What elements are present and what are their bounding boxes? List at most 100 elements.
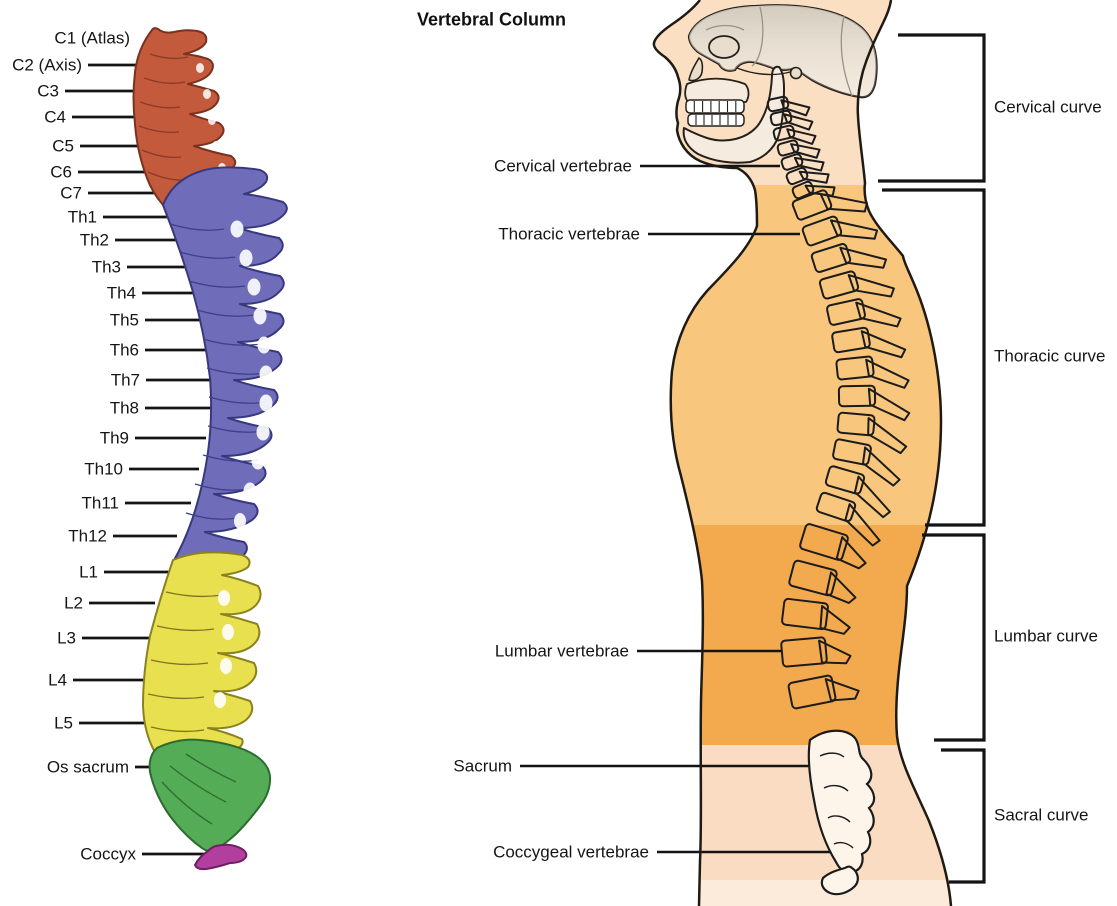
vertebra bbox=[835, 355, 910, 389]
vertebra-shape bbox=[835, 355, 875, 381]
vertebra-shape bbox=[818, 639, 852, 665]
band-pelvis bbox=[653, 880, 951, 906]
lower-teeth bbox=[687, 113, 745, 127]
vertebra bbox=[810, 243, 888, 273]
vertebra bbox=[831, 326, 907, 359]
teeth-divider-lines bbox=[693, 101, 737, 125]
lumbar-inner-lines bbox=[147, 591, 223, 733]
vertebra-shape bbox=[839, 246, 888, 269]
vertebra-shape bbox=[867, 387, 911, 422]
vertebra-shape bbox=[801, 215, 843, 247]
maxilla bbox=[684, 77, 750, 103]
band-lumbar bbox=[653, 525, 951, 745]
vertebra-shape bbox=[810, 243, 852, 273]
right-figure bbox=[520, 0, 986, 906]
lumbar-foramina bbox=[214, 590, 234, 708]
cervical-foramina bbox=[196, 63, 226, 173]
sacrum-region bbox=[148, 738, 272, 852]
teeth-lines bbox=[693, 101, 737, 125]
vertebra-shape bbox=[844, 503, 881, 547]
upper-teeth bbox=[685, 99, 745, 114]
vertebra bbox=[836, 411, 908, 455]
left-figure bbox=[65, 27, 288, 871]
vertebra-shape bbox=[780, 636, 828, 668]
vertebra-shape bbox=[818, 270, 860, 300]
vertebra-shape bbox=[862, 446, 901, 487]
vertebra-shape bbox=[855, 301, 902, 328]
vertebra bbox=[785, 166, 830, 186]
vertebra bbox=[791, 189, 868, 221]
sacrum-inner-lines bbox=[819, 752, 854, 849]
zygomatic-arch-line bbox=[736, 67, 791, 76]
vertebra-shape bbox=[793, 156, 825, 172]
vertebra bbox=[818, 270, 895, 300]
skull bbox=[682, 4, 878, 164]
vertebra-shape bbox=[790, 143, 821, 159]
vertebra bbox=[791, 180, 836, 200]
vertebra-shape bbox=[788, 559, 838, 597]
vertebra-shape bbox=[832, 438, 872, 466]
curve-brackets bbox=[878, 33, 986, 884]
vertebra-shape bbox=[780, 99, 811, 117]
vertebra-shape bbox=[847, 274, 895, 298]
vertebra-shape bbox=[835, 536, 867, 570]
vertebra-shape bbox=[825, 571, 857, 604]
vertebra-shape bbox=[831, 326, 871, 354]
vertebra bbox=[772, 124, 817, 145]
bracket-cervical-curve bbox=[878, 33, 986, 183]
body-outline bbox=[652, 0, 953, 906]
vertebra-shape bbox=[826, 298, 866, 326]
vertebra bbox=[787, 674, 860, 710]
thoracic-foramina bbox=[230, 220, 273, 529]
bracket-thoracic-curve bbox=[882, 188, 986, 527]
vertebra-shape bbox=[819, 193, 868, 213]
vertebra-shape bbox=[853, 475, 891, 519]
vertebra-shape bbox=[815, 491, 857, 523]
vertebra bbox=[781, 597, 851, 635]
sacrum-inner-lines-left bbox=[161, 753, 237, 825]
vertebra-shape bbox=[829, 219, 879, 240]
suture-lines bbox=[705, 6, 853, 97]
vertebra bbox=[801, 215, 879, 247]
vertebra-shape bbox=[798, 170, 830, 184]
mandible bbox=[682, 65, 785, 164]
vertebra-shape bbox=[867, 417, 908, 455]
right-spine bbox=[766, 95, 911, 896]
vertebra-shape bbox=[787, 674, 837, 710]
vertebra-shape bbox=[824, 465, 866, 495]
bracket-lumbar-curve bbox=[922, 533, 986, 742]
vertebra-shape bbox=[819, 604, 851, 635]
vertebra-shape bbox=[836, 411, 876, 437]
thoracic-inner-lines bbox=[169, 223, 268, 520]
vertebra-shape bbox=[837, 384, 877, 408]
ear-canal bbox=[789, 66, 803, 80]
vertebra bbox=[780, 153, 825, 172]
vertebra-shape bbox=[781, 597, 829, 631]
vertebra bbox=[769, 109, 814, 131]
vertebra-shape bbox=[860, 330, 907, 359]
coccyx-bone bbox=[820, 865, 859, 896]
vertebra bbox=[788, 559, 857, 604]
vertebra bbox=[780, 636, 852, 668]
vertebra bbox=[766, 95, 811, 117]
vertebra-shape bbox=[804, 184, 836, 197]
vertebra bbox=[832, 438, 901, 487]
left-spine bbox=[132, 27, 288, 871]
vertebra bbox=[826, 298, 902, 328]
vertebra bbox=[776, 139, 821, 159]
cervical-inner-lines bbox=[138, 53, 189, 181]
vertebra-shape bbox=[799, 523, 849, 561]
vertebra bbox=[799, 523, 867, 570]
vertebra bbox=[837, 384, 911, 422]
band-thoracic bbox=[653, 185, 951, 525]
vertebra-shape bbox=[786, 128, 817, 145]
nasal-aperture bbox=[688, 57, 704, 82]
vertebra-shape bbox=[783, 113, 814, 131]
bracket-sacral-curve bbox=[941, 748, 986, 884]
sacrum-bone bbox=[807, 729, 876, 874]
vertebra-shape bbox=[824, 678, 860, 702]
eye-socket bbox=[708, 35, 740, 59]
vertebra-shape bbox=[791, 189, 833, 221]
